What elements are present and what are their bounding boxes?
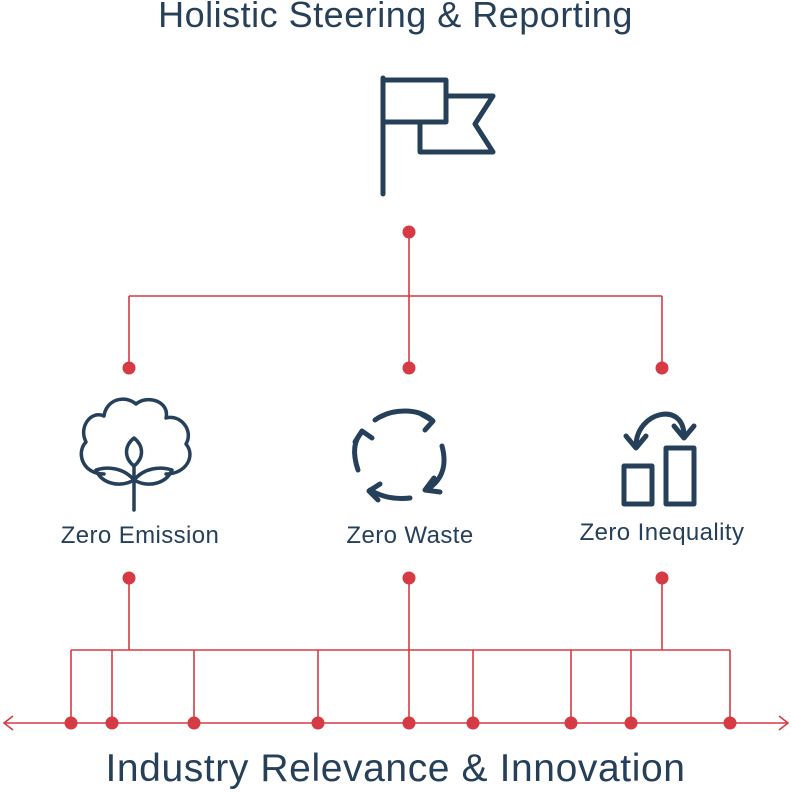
timeline-dot — [105, 716, 119, 730]
top-node-dot — [402, 225, 416, 239]
bottom-title: Industry Relevance & Innovation — [105, 747, 686, 790]
timeline-dot — [311, 716, 325, 730]
pillar-bottom-dot — [122, 571, 136, 585]
timeline-left-arrow — [2, 715, 14, 731]
pillar-label-zero-inequality: Zero Inequality — [579, 519, 745, 546]
timeline-dot — [466, 716, 480, 730]
top-title: Holistic Steering & Reporting — [158, 0, 633, 35]
top-connector — [122, 225, 669, 375]
timeline-dot — [402, 716, 416, 730]
timeline-dot — [564, 716, 578, 730]
timeline-right-arrow — [778, 715, 790, 731]
cotton-plant-icon — [79, 397, 192, 512]
timeline-dot — [723, 716, 737, 730]
pillar-bottom-dot — [402, 571, 416, 585]
pillar-top-dot — [402, 361, 416, 375]
timeline-dot — [64, 716, 78, 730]
pillar-label-zero-emission: Zero Emission — [60, 522, 220, 549]
recycle-arrows-icon — [352, 408, 447, 503]
timeline-dot — [624, 716, 638, 730]
pillar-top-dot — [122, 361, 136, 375]
flag-icon — [380, 75, 496, 197]
pillar-label-zero-waste: Zero Waste — [346, 522, 474, 549]
bottom-connector — [71, 571, 730, 723]
bar-chart-swap-icon — [621, 411, 697, 507]
timeline-dot — [187, 716, 201, 730]
timeline — [2, 650, 790, 731]
pillar-top-dot — [655, 361, 669, 375]
pillar-bottom-dot — [655, 571, 669, 585]
